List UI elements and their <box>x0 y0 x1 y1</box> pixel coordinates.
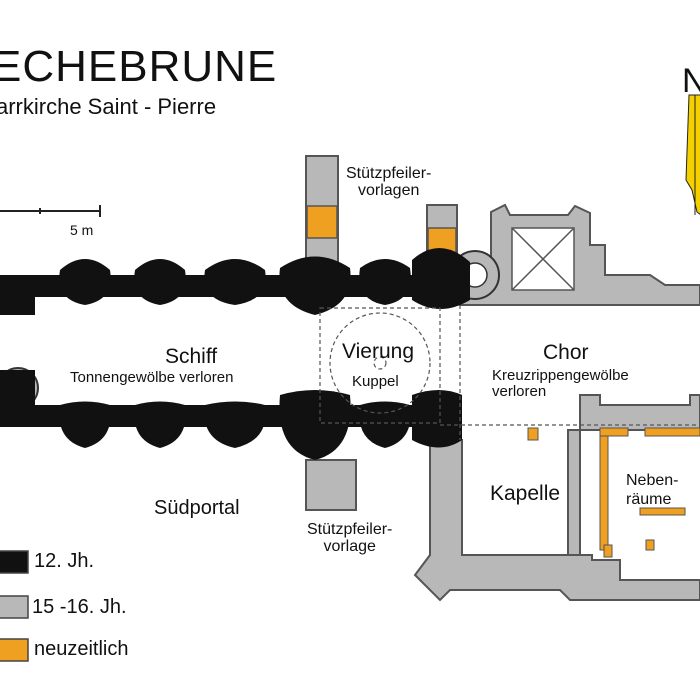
legend-15-16th-century: 15 -16. Jh. <box>32 596 127 618</box>
nave-label: Schiff <box>165 345 218 368</box>
buttress-top-label: Stützpfeiler- vorlagen <box>346 165 432 199</box>
buttress-bottom-label: Stützpfeiler- vorlage <box>307 521 393 555</box>
west-wall <box>0 275 35 425</box>
choir-sub-label: Kreuzrippengewölbe verloren <box>492 367 629 400</box>
choir-vault <box>511 227 575 291</box>
legend-12th-century: 12. Jh. <box>34 550 95 572</box>
dome-label: Kuppel <box>352 373 399 390</box>
side-rooms-label: Neben- räume <box>626 472 679 508</box>
scale-bar <box>0 205 101 217</box>
page-subtitle: arrkirche Saint - Pierre <box>0 94 217 119</box>
nave-wall-north <box>0 247 470 315</box>
north-label: N <box>682 62 700 100</box>
legend-swatches <box>0 550 29 662</box>
chapel-label: Kapelle <box>490 482 561 505</box>
choir-label: Chor <box>543 341 589 364</box>
nave-sub-label: Tonnengewölbe verloren <box>70 369 234 386</box>
page-title: ECHEBRUNE <box>0 42 278 91</box>
legend-modern: neuzeitlich <box>34 638 129 660</box>
north-arrow-icon <box>685 94 700 215</box>
modern-walls <box>527 427 700 558</box>
south-portal-label: Südportal <box>154 497 240 519</box>
scale-label: 5 m <box>70 222 94 238</box>
nave-wall-south <box>0 390 462 460</box>
crossing-label: Vierung <box>342 340 415 363</box>
vault-outlines <box>319 305 700 440</box>
